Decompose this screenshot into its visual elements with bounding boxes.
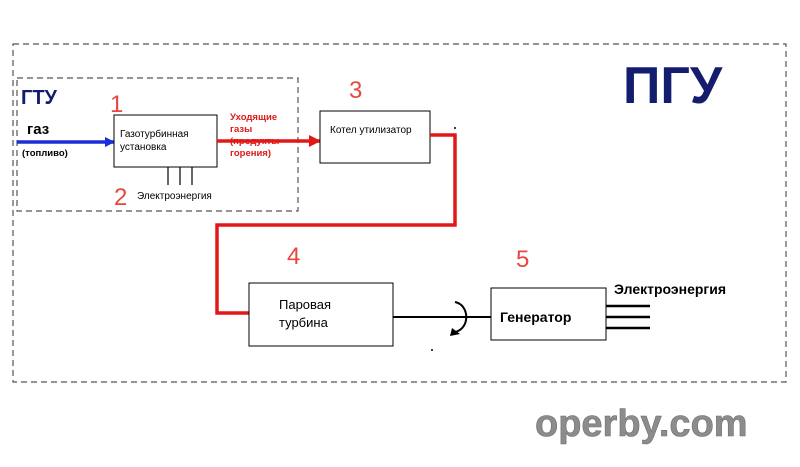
gas-turbine-label-line2: установка [120,142,167,153]
fuel-label: (топливо) [22,148,68,159]
watermark: operby.com [535,403,748,445]
steam-turbine-label-line2: турбина [279,315,329,330]
exhaust-label-line4: горения) [230,148,271,159]
gtu-electricity-label: Электроэнергия [137,191,212,202]
steam-pipeline [215,133,457,315]
exhaust-label-line2: газы [230,124,252,135]
block-number-1: 1 [110,91,123,118]
boiler-label: Котел утилизатор [330,125,412,136]
gas-turbine-label-line1: Газотурбинная [120,128,189,140]
gas-label: газ [27,121,49,138]
page-title: ПГУ [623,57,723,115]
block-number-3: 3 [349,77,362,104]
gtu-label: ГТУ [21,87,58,109]
stray-dot [431,349,433,351]
generator-box [490,287,607,341]
gas-turbine-box [113,114,218,168]
block-number-5: 5 [516,246,529,273]
block-number-2: 2 [114,184,127,211]
steam-turbine-box [248,282,394,347]
boiler-box [319,110,431,164]
stray-dot [454,127,456,129]
output-electricity-label: Электроэнергия [614,281,726,297]
exhaust-label-line1: Уходящие [230,112,277,123]
coupling-symbol [454,301,468,333]
steam-turbine-label-line1: Паровая [279,297,331,312]
pgu-boundary [12,43,787,383]
generator-label: Генератор [500,309,571,325]
block-number-4: 4 [287,243,300,270]
gtu-boundary [16,77,299,212]
coupling-arrowhead [450,328,460,336]
